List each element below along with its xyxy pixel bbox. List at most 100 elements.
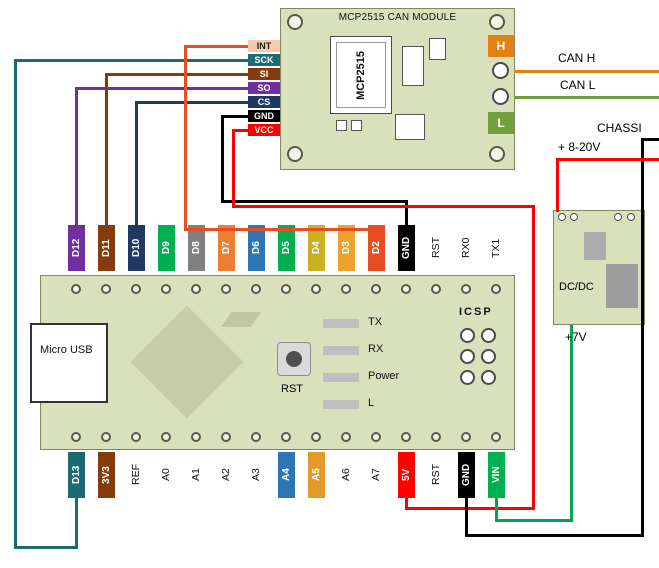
can-l-label: CAN L <box>560 78 596 92</box>
wire-vcc-5v <box>405 507 535 510</box>
pin-hole <box>341 284 351 294</box>
wire-gnd-top <box>405 200 408 226</box>
nano-pin-top-d4: D4 <box>308 225 325 271</box>
nano-pin-bottom-vin: VIN <box>488 452 505 498</box>
dcdc-pad <box>627 213 635 221</box>
wire-supply-in <box>556 158 659 161</box>
pin-hole <box>161 432 171 442</box>
wire-gnd-top <box>221 115 224 203</box>
dcdc-pad <box>614 213 622 221</box>
mcp2515-board <box>280 8 515 170</box>
pin-hole <box>251 432 261 442</box>
mcp-pin-cs: CS <box>248 96 280 108</box>
nano-pin-bottom-a2: A2 <box>220 468 232 482</box>
pin-hole <box>251 284 261 294</box>
pin-hole <box>431 284 441 294</box>
nano-pin-top-rx0: RX0 <box>460 237 472 259</box>
nano-pin-bottom-rst: RST <box>430 464 442 486</box>
wire-int-d2 <box>184 45 248 48</box>
pin-hole <box>131 284 141 294</box>
pin-hole <box>101 432 111 442</box>
pin-hole <box>71 284 81 294</box>
reset-label: RST <box>281 383 303 395</box>
wire-sck-d13 <box>14 59 248 62</box>
nano-pin-bottom-5v: 5V <box>398 452 415 498</box>
nano-pin-bottom-a3: A3 <box>250 468 262 482</box>
pin-hole <box>401 432 411 442</box>
pin-hole <box>371 432 381 442</box>
led-tx <box>323 319 359 328</box>
chassis-label: CHASSI <box>597 121 642 135</box>
nano-pin-bottom-a1: A1 <box>190 468 202 482</box>
pin-hole <box>101 284 111 294</box>
wire-sck-d13 <box>14 546 78 549</box>
mcp-pin-si: SI <box>248 68 280 80</box>
nano-pin-top-d9: D9 <box>158 225 175 271</box>
pin-hole <box>401 284 411 294</box>
icsp-pad <box>460 349 475 364</box>
pin-hole <box>131 432 141 442</box>
smd-component <box>402 46 424 86</box>
wire-gnd-top <box>221 115 248 118</box>
wire-vcc-5v <box>405 498 408 509</box>
led-tx-label: TX <box>368 316 383 328</box>
mcp2515-chip: MCP2515 <box>330 36 392 114</box>
wire-supply-in <box>556 158 559 212</box>
wire-7v-vin <box>570 325 573 521</box>
led-l-label: L <box>368 397 375 409</box>
nano-pin-top-gnd: GND <box>398 225 415 271</box>
nano-pin-bottom-d13: D13 <box>68 452 85 498</box>
nano-pin-top-d11: D11 <box>98 225 115 271</box>
dcdc-component <box>606 264 638 308</box>
mounting-hole <box>489 146 505 162</box>
wire-si-d11 <box>105 73 248 76</box>
smd-component <box>336 120 347 131</box>
screw-terminal <box>492 62 509 79</box>
nano-pin-bottom-a0: A0 <box>160 468 172 482</box>
wire-vcc-5v <box>532 205 535 510</box>
nano-pin-bottom-a5: A5 <box>308 452 325 498</box>
can-h-label: CAN H <box>558 51 596 65</box>
nano-pin-top-d5: D5 <box>278 225 295 271</box>
led-l <box>323 400 359 409</box>
wire-7v-vin <box>495 519 573 522</box>
reset-button-cap <box>286 351 302 367</box>
pin-hole <box>431 432 441 442</box>
nano-pin-top-d8: D8 <box>188 225 205 271</box>
nano-pin-bottom-a7: A7 <box>370 468 382 482</box>
wire-vcc-5v <box>232 129 248 132</box>
wire-chassis-gnd <box>641 138 659 141</box>
pin-hole <box>281 432 291 442</box>
nano-pin-bottom-ref: REF <box>130 464 142 486</box>
nano-pin-top-d6: D6 <box>248 225 265 271</box>
wire-can-h <box>514 70 659 73</box>
wire-si-d11 <box>105 73 108 226</box>
icsp-pad <box>460 328 475 343</box>
mcp2515-chip-label: MCP2515 <box>355 50 367 100</box>
wire-vcc-5v <box>232 129 235 208</box>
nano-pin-bottom-gnd: GND <box>458 452 475 498</box>
wire-so-d12 <box>75 87 248 90</box>
dcdc-pad <box>558 213 566 221</box>
wire-sck-d13 <box>75 498 78 548</box>
mcp2515-module-title: MCP2515 CAN MODULE <box>338 12 457 23</box>
pin-hole <box>71 432 81 442</box>
smd-component <box>395 114 425 140</box>
pin-hole <box>461 432 471 442</box>
wire-int-d2 <box>184 228 376 231</box>
nano-pin-top-d2: D2 <box>368 225 385 271</box>
nano-pin-top-d3: D3 <box>338 225 355 271</box>
supply-in-label: + 8-20V <box>558 140 601 154</box>
can-l-terminal: L <box>488 112 514 134</box>
wire-chassis-gnd <box>641 138 644 537</box>
wire-so-d12 <box>75 87 78 226</box>
pin-hole <box>491 284 501 294</box>
pin-hole <box>371 284 381 294</box>
icsp-label: ICSP <box>459 306 493 318</box>
led-power-label: Power <box>368 370 400 382</box>
pin-hole <box>221 284 231 294</box>
pin-hole <box>311 284 321 294</box>
smd-component <box>429 38 446 60</box>
pin-hole <box>191 432 201 442</box>
nano-pin-top-d12: D12 <box>68 225 85 271</box>
